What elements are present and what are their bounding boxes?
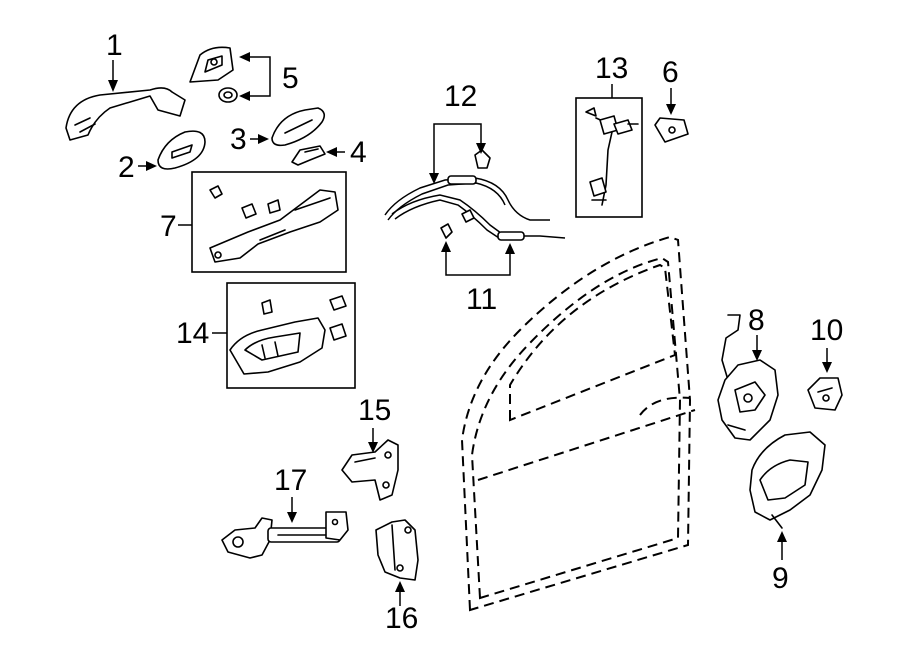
callout-3-label: 3 bbox=[230, 123, 247, 156]
part-7-handle-base bbox=[209, 185, 339, 263]
callout-7-label: 7 bbox=[160, 210, 177, 243]
part-3-handle-cap bbox=[271, 107, 326, 147]
callout-6-label: 6 bbox=[662, 56, 679, 89]
part-14-box bbox=[226, 282, 356, 389]
part-8-door-latch bbox=[717, 314, 779, 441]
callout-13-label: 13 bbox=[595, 52, 628, 85]
callout-8-label: 8 bbox=[748, 304, 765, 337]
callout-16: 16 bbox=[385, 581, 418, 635]
callout-9: 9 bbox=[772, 531, 789, 595]
callout-1: 1 bbox=[106, 29, 123, 92]
callout-16-label: 16 bbox=[385, 602, 418, 635]
callout-11-label: 11 bbox=[466, 283, 497, 316]
callout-5-label: 5 bbox=[282, 62, 299, 95]
callout-2: 2 bbox=[118, 151, 157, 184]
callout-2-label: 2 bbox=[118, 151, 135, 184]
callout-3: 3 bbox=[230, 123, 269, 156]
callout-11: 11 bbox=[441, 241, 515, 316]
callout-10: 10 bbox=[810, 314, 843, 373]
front-door-outline bbox=[460, 235, 696, 612]
callout-8: 8 bbox=[748, 304, 765, 361]
part-9-latch-cover bbox=[749, 431, 826, 529]
callout-15-label: 15 bbox=[358, 394, 391, 427]
part-6-cap bbox=[654, 117, 689, 143]
callout-14: 14 bbox=[176, 317, 227, 350]
callout-5: 5 bbox=[239, 52, 299, 101]
part-17-door-check bbox=[221, 511, 349, 559]
part-15-upper-hinge bbox=[341, 439, 399, 501]
callout-7: 7 bbox=[160, 210, 192, 243]
callout-4-label: 4 bbox=[350, 136, 367, 169]
callout-15: 15 bbox=[358, 394, 391, 453]
callout-12-label: 12 bbox=[444, 80, 477, 113]
part-7-box bbox=[191, 171, 347, 273]
callout-4: 4 bbox=[326, 136, 367, 169]
callout-14-label: 14 bbox=[176, 317, 209, 350]
callout-12: 12 bbox=[429, 80, 486, 184]
part-5-cylinder-cap-and-grommet bbox=[189, 46, 238, 103]
callout-9-label: 9 bbox=[772, 562, 789, 595]
callout-17-label: 17 bbox=[274, 464, 307, 497]
part-10-striker bbox=[807, 377, 843, 411]
callout-1-label: 1 bbox=[106, 29, 123, 62]
part-12-11-cables bbox=[384, 149, 566, 241]
callout-13: 13 bbox=[595, 52, 628, 98]
part-13-lock-assembly bbox=[585, 107, 639, 206]
part-14-inside-handle bbox=[229, 295, 347, 375]
callout-17: 17 bbox=[274, 464, 307, 523]
part-13-box bbox=[575, 97, 643, 218]
part-2-handle-cover bbox=[157, 130, 206, 170]
callout-6: 6 bbox=[662, 56, 679, 115]
callout-10-label: 10 bbox=[810, 314, 843, 347]
part-16-lower-hinge bbox=[375, 519, 419, 581]
part-4-bracket bbox=[291, 145, 326, 166]
part-1-outside-handle bbox=[65, 87, 186, 141]
